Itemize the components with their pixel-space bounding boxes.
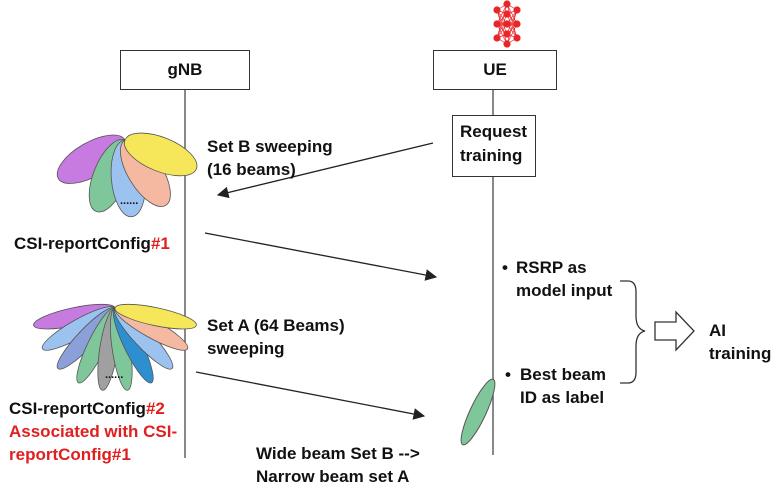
ue-narrow-beam <box>460 378 496 446</box>
rsrp-line2: model input <box>516 281 613 300</box>
csi-report-2-assoc-line1: Associated with CSI- <box>9 422 178 441</box>
request-training-line1: Request <box>460 122 528 141</box>
ue-entity-box: UE <box>433 50 557 90</box>
csi-report-2-prefix: CSI-reportConfig <box>9 399 146 418</box>
request-training-box: Request training <box>452 115 536 177</box>
csi-report-2-assoc-line2: reportConfig#1 <box>9 445 131 464</box>
rsrp-line1: RSRP as <box>516 258 587 277</box>
csi-report-1-arrow <box>204 232 438 281</box>
csi-report-2-arrow <box>195 371 426 420</box>
beam-a-10 <box>114 303 197 330</box>
csi-report-2-label: CSI-reportConfig#2 <box>9 398 165 420</box>
set-b-sweep-line2: (16 beams) <box>207 160 296 179</box>
beam-b-5 <box>124 132 198 177</box>
request-training-line2: training <box>460 146 523 165</box>
gnb-label: gNB <box>167 60 203 79</box>
set-b-sweep-line1: Set B sweeping <box>207 137 333 156</box>
set-a-sweep-line2: sweeping <box>207 339 285 358</box>
set-b-beams <box>56 132 198 218</box>
best-beam-line2: ID as label <box>520 388 605 407</box>
grouping-brace <box>620 280 646 384</box>
set-a-dots: ...... <box>105 369 124 381</box>
rsrp-bullet: • <box>502 258 508 277</box>
csi-report-2-suffix: #2 <box>145 399 165 418</box>
neural-network-icon <box>493 0 521 48</box>
wide-to-narrow-line1: Wide beam Set B --> <box>256 444 420 463</box>
gnb-entity-box: gNB <box>120 50 250 90</box>
csi-report-1-label: CSI-reportConfig#1 <box>14 233 170 255</box>
best-beam-line1: Best beam <box>520 365 606 384</box>
ue-label: UE <box>483 60 507 79</box>
wide-to-narrow-line2: Narrow beam set A <box>256 467 410 486</box>
hollow-arrow-icon <box>654 310 695 352</box>
best-beam-bullet: • <box>505 365 511 384</box>
csi-report-1-suffix: #1 <box>150 234 170 253</box>
ai-training-line1: AI <box>709 321 726 340</box>
set-b-dots: ...... <box>120 195 139 207</box>
set-a-sweep-line1: Set A (64 Beams) <box>207 316 345 335</box>
set-b-sweep-arrow <box>216 142 434 199</box>
csi-report-1-prefix: CSI-reportConfig <box>14 234 151 253</box>
ai-training-line2: training <box>709 344 772 363</box>
set-a-beams <box>33 303 197 391</box>
